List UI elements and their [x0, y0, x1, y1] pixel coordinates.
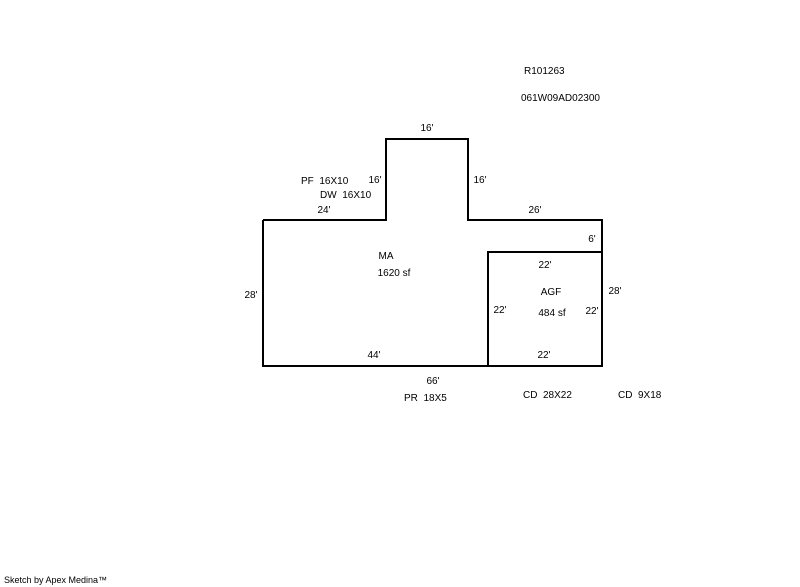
main-area-outline	[262, 138, 603, 367]
dim-bottom-total: 66'	[426, 376, 439, 387]
component-concrete-deck-1: CD 28X22	[523, 390, 572, 401]
dim-garage-left: 22'	[493, 305, 506, 316]
map-number: 061W09AD02300	[521, 93, 600, 104]
main-area-code: MA	[379, 251, 394, 262]
component-concrete-deck-2: CD 9X18	[618, 390, 662, 401]
garage-outline	[487, 251, 603, 367]
dim-garage-bottom: 22'	[537, 350, 550, 361]
component-deck-wood: DW 16X10	[320, 190, 372, 201]
main-area-size: 1620 sf	[378, 268, 411, 279]
dim-top-left: 24'	[317, 205, 330, 216]
garage-area-code: AGF	[541, 287, 562, 298]
dim-right-side: 28'	[608, 286, 621, 297]
dim-bottom-main: 44'	[367, 350, 380, 361]
dim-tower-right: 16'	[473, 175, 486, 186]
dim-right-upper: 6'	[588, 234, 596, 245]
sketch-credit: Sketch by Apex Medina™	[4, 575, 107, 585]
dim-tower-top: 16'	[420, 123, 433, 134]
component-porch-rear: PR 18X5	[404, 393, 447, 404]
dim-garage-top: 22'	[538, 260, 551, 271]
dim-tower-left: 16'	[368, 175, 381, 186]
record-id: R101263	[524, 66, 565, 77]
component-porch-front: PF 16X10	[301, 176, 349, 187]
dim-left-side: 28'	[244, 290, 257, 301]
dim-top-right: 26'	[528, 205, 541, 216]
garage-area-size: 484 sf	[538, 308, 565, 319]
dim-garage-right: 22'	[585, 306, 598, 317]
